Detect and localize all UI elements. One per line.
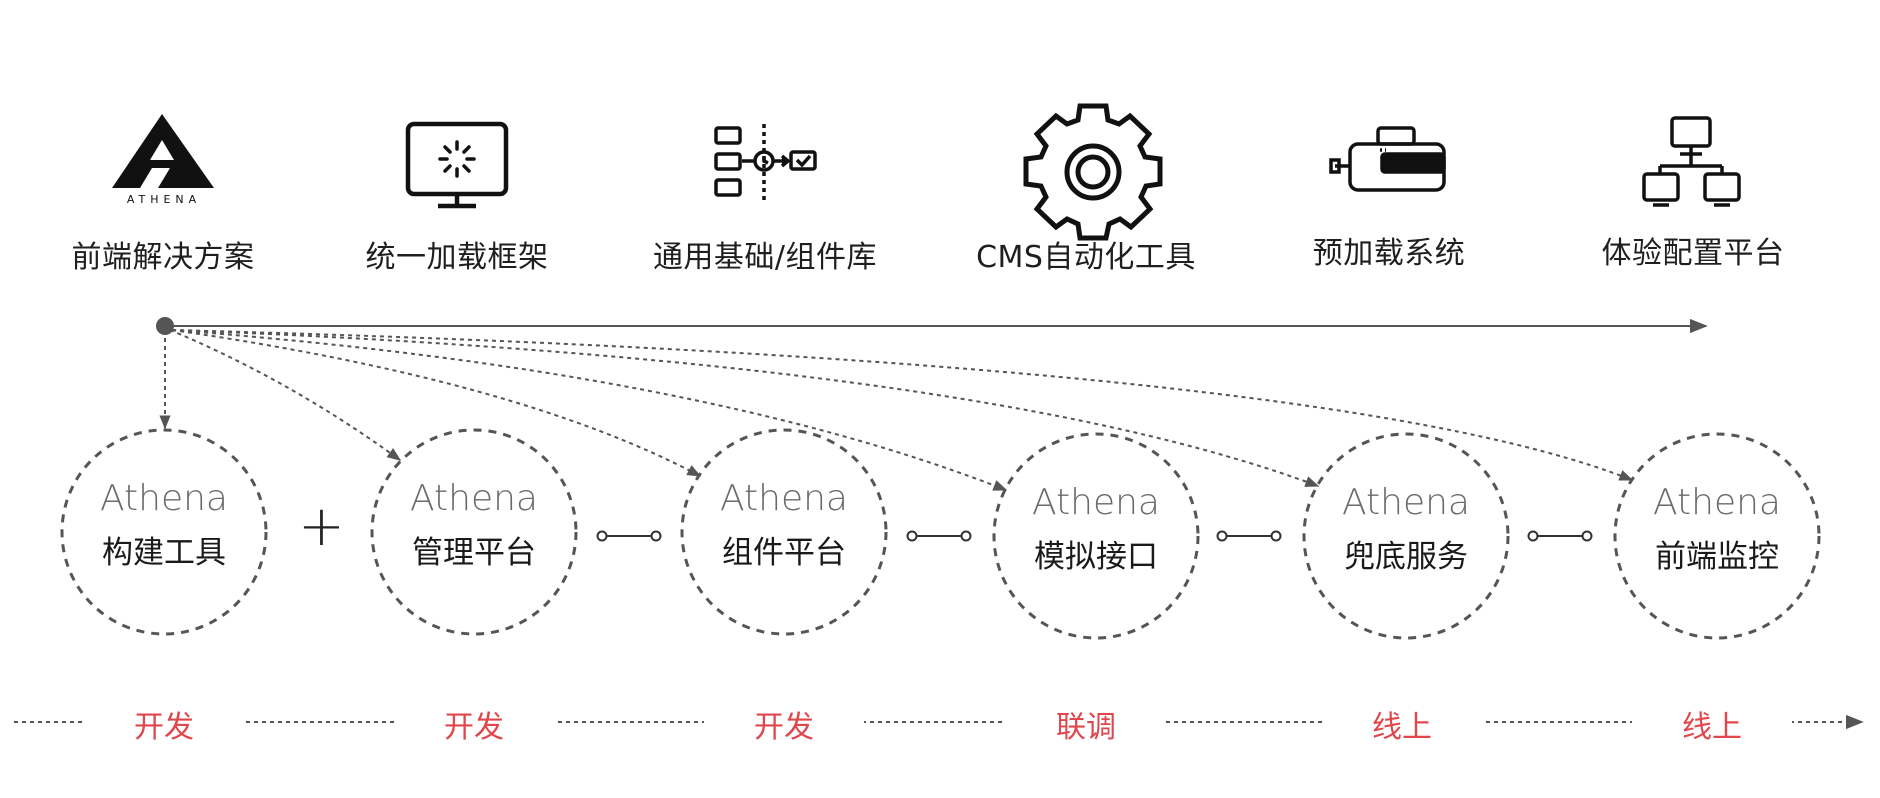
circle-name-component-platform: 组件平台 bbox=[722, 535, 846, 571]
stage-label-5: 线上 bbox=[1322, 702, 1482, 746]
feature-label-config-platform: 体验配置平台 bbox=[1601, 236, 1785, 271]
feature-label-loading-framework: 统一加载框架 bbox=[365, 240, 549, 275]
connector-curves bbox=[159, 329, 1634, 491]
timeline-origin-dot bbox=[156, 317, 174, 335]
stage-label-6: 线上 bbox=[1632, 702, 1792, 746]
stage-label-1: 开发 bbox=[84, 702, 244, 746]
feature-label-component-library: 通用基础/组件库 bbox=[652, 240, 878, 275]
feature-label-cms-tool: CMS自动化工具 bbox=[976, 240, 1196, 275]
stage-circles bbox=[60, 428, 1821, 640]
stage-label-4: 联调 bbox=[1006, 702, 1166, 746]
circle-brand-1: Athena bbox=[100, 478, 228, 519]
feature-label-solution: 前端解决方案 bbox=[71, 240, 255, 275]
circle-links bbox=[596, 530, 1593, 542]
circle-brand-2: Athena bbox=[410, 478, 538, 519]
gear-icon bbox=[1023, 103, 1163, 241]
usb-drive-icon bbox=[1329, 126, 1446, 192]
stage-label-2: 开发 bbox=[394, 702, 554, 746]
plus-sign: + bbox=[298, 494, 345, 559]
circle-name-build-tool: 构建工具 bbox=[102, 535, 226, 571]
circle-brand-5: Athena bbox=[1342, 482, 1470, 523]
network-computers-icon bbox=[1642, 116, 1741, 207]
monitor-loading-icon bbox=[405, 121, 509, 209]
circle-name-mock-api: 模拟接口 bbox=[1034, 539, 1158, 575]
circle-brand-6: Athena bbox=[1653, 482, 1781, 523]
circle-name-fallback-service: 兜底服务 bbox=[1344, 539, 1468, 575]
athena-logo-text: ATHENA bbox=[126, 193, 202, 206]
circle-brand-4: Athena bbox=[1032, 482, 1160, 523]
component-flow-icon bbox=[714, 124, 817, 200]
circle-name-admin-platform: 管理平台 bbox=[412, 535, 536, 571]
circle-name-frontend-monitor: 前端监控 bbox=[1655, 539, 1779, 575]
feature-label-preload-system: 预加载系统 bbox=[1312, 236, 1466, 271]
athena-logo-icon bbox=[112, 114, 214, 188]
circle-brand-3: Athena bbox=[720, 478, 848, 519]
stage-label-3: 开发 bbox=[704, 702, 864, 746]
